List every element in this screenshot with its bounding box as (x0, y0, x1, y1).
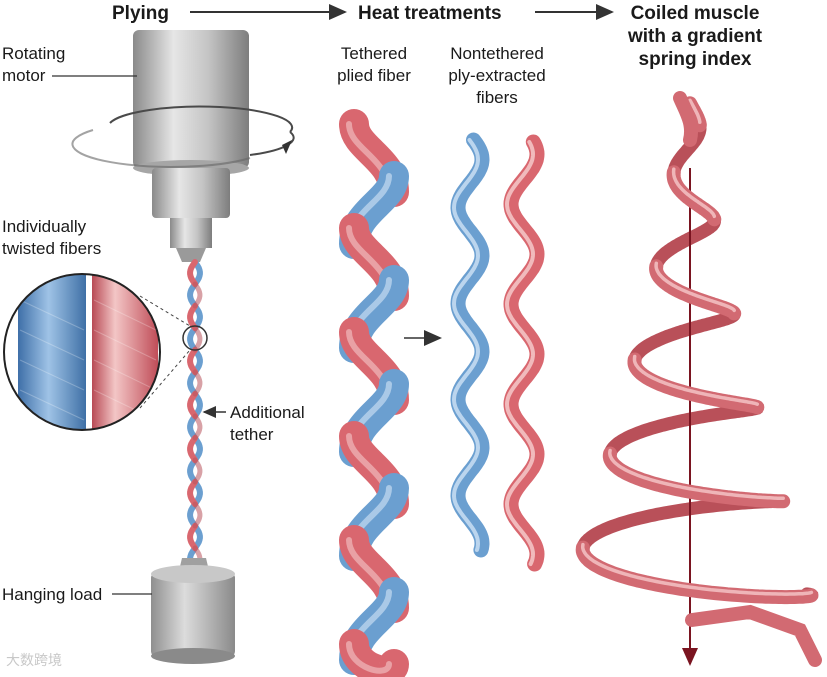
left-red-fiber-back (192, 281, 203, 309)
left-blue-fiber (187, 259, 203, 561)
zoom-inset (4, 274, 160, 430)
twisted-fiber-pair (187, 259, 203, 561)
label-individually-twisted: Individually twisted fibers (2, 216, 101, 260)
blue-fiber-highlight (451, 138, 481, 552)
label-additional: Additional (230, 403, 305, 422)
left-red-fiber-back (192, 325, 203, 353)
plied-fiber-highlight (346, 641, 392, 674)
watermark-logo: 大数跨境 (6, 653, 62, 669)
label-ply-extracted: ply-extracted (448, 66, 546, 85)
zoom-inset-border (3, 273, 161, 431)
left-red-fiber-back (192, 501, 203, 529)
header-coiled-muscle: Coiled muscle with a gradient spring ind… (614, 2, 776, 71)
zoom-leader-bottom (139, 349, 191, 409)
header-coiled-line-3: spring index (638, 49, 752, 70)
left-red-fiber-back (192, 413, 203, 441)
left-red-fiber-back (192, 545, 203, 561)
label-hanging-load: Hanging load (2, 585, 103, 604)
rotation-arrow-icon (71, 105, 295, 168)
header-coiled-line-2: with a gradient (627, 26, 763, 47)
left-red-fiber-segment (187, 523, 198, 551)
ply-extracted-red-fiber (503, 134, 545, 572)
zoom-leader-top (139, 295, 191, 327)
label-fibers: fibers (476, 88, 518, 107)
label-additional-tether: Additional tether (230, 402, 305, 446)
label-plied-fiber: plied fiber (337, 66, 411, 85)
label-rotating-motor: Rotating motor (2, 43, 65, 87)
header-plying: Plying (112, 3, 170, 24)
label-nontethered-line-1: Nontethered (450, 44, 544, 63)
label-motor: motor (2, 66, 46, 85)
coil-top-lead (673, 91, 698, 147)
header-heat-treatments: Heat treatments (358, 3, 502, 24)
left-red-fiber-segment (187, 303, 198, 331)
label-twisted-fibers: twisted fibers (2, 239, 102, 258)
left-red-fiber-back (192, 457, 203, 485)
left-red-fiber-segment (187, 259, 198, 287)
label-rotating: Rotating (2, 44, 66, 63)
coiled-muscle (575, 96, 822, 667)
left-red-fiber-segment (187, 347, 198, 375)
label-tethered-plied-fiber: Tethered plied fiber (322, 43, 426, 87)
left-red-fiber-segment (187, 435, 198, 463)
rotating-motor (133, 30, 249, 262)
label-individually: Individually (2, 217, 87, 236)
zoom-source-circle (182, 325, 208, 351)
left-red-fiber-segment (187, 391, 198, 419)
red-fiber-highlight (504, 140, 536, 566)
label-tethered: Tethered (340, 44, 408, 63)
hanging-load (151, 558, 235, 664)
ply-extracted-blue-fiber (450, 132, 490, 558)
tethered-plied-fiber (339, 109, 409, 677)
label-nontethered: Nontethered ply-extracted fibers (430, 43, 564, 109)
left-red-fiber-back (192, 369, 203, 397)
header-coiled-line-1: Coiled muscle (630, 3, 760, 24)
label-tether: tether (230, 425, 274, 444)
coil-highlight (580, 98, 814, 596)
left-red-fiber-segment (187, 479, 198, 507)
